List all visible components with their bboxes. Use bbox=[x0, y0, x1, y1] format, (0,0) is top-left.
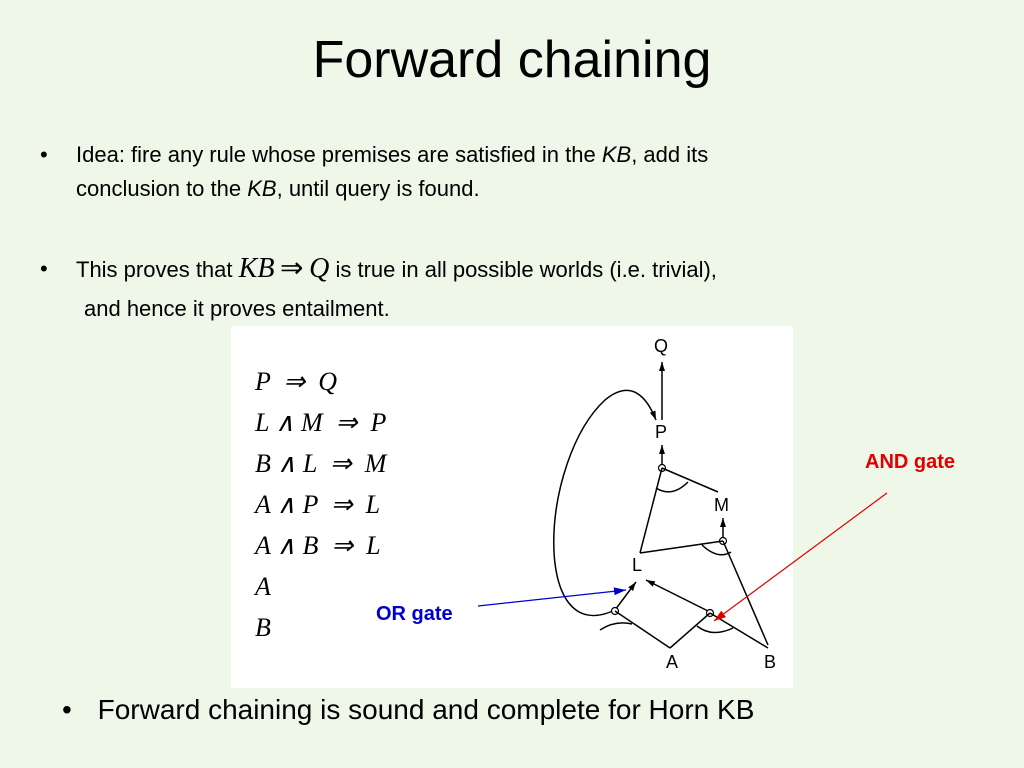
formula-kb: KB bbox=[238, 253, 275, 284]
edge-gate2-l bbox=[645, 579, 711, 613]
formula-q: Q bbox=[309, 253, 330, 284]
node-l: L bbox=[632, 555, 642, 575]
rule-item: B bbox=[255, 613, 271, 642]
slide-title: Forward chaining bbox=[312, 31, 712, 89]
edge-l-gate-p bbox=[639, 467, 663, 554]
bullet-text: , until query is found. bbox=[276, 176, 480, 201]
and-arc-m bbox=[701, 544, 732, 556]
rule-item: A ∧ B ⇒ L bbox=[255, 531, 381, 560]
node-m: M bbox=[714, 495, 729, 515]
and-gate-label: AND gate bbox=[865, 451, 956, 473]
node-q: Q bbox=[654, 336, 668, 356]
and-arc-l1 bbox=[599, 622, 633, 631]
and-gate-pointer bbox=[713, 492, 888, 622]
bullet-text: Idea: fire any rule whose premises are s… bbox=[76, 142, 602, 167]
edge-a-gate-l2 bbox=[669, 612, 711, 649]
rule-item: L ∧ M ⇒ P bbox=[255, 408, 387, 437]
edge-gate1-l bbox=[614, 581, 637, 611]
bullet-text: is true in all possible worlds (i.e. tri… bbox=[329, 257, 717, 282]
bullet-marker: • bbox=[62, 694, 72, 725]
bullet-marker: • bbox=[40, 256, 48, 281]
or-gate-label: OR gate bbox=[376, 603, 453, 625]
bullet-text: Forward chaining is sound and complete f… bbox=[97, 694, 755, 725]
node-a: A bbox=[666, 652, 678, 672]
rule-item: A ∧ P ⇒ L bbox=[255, 490, 381, 519]
and-arc-p bbox=[655, 481, 689, 493]
edge-a-gate-l1 bbox=[614, 610, 671, 649]
node-b: B bbox=[764, 652, 776, 672]
bullet-text: This proves that bbox=[76, 257, 239, 282]
rule-item: B ∧ L ⇒ M bbox=[255, 449, 387, 478]
node-p: P bbox=[655, 422, 667, 442]
bullet-text: , add its bbox=[631, 142, 709, 167]
kb-term: KB bbox=[601, 142, 632, 167]
edge-l-gate-m bbox=[639, 540, 724, 554]
bullet-text: conclusion to the bbox=[76, 176, 248, 201]
kb-term: KB bbox=[247, 176, 277, 201]
implication-formula: KB ⇒ Q bbox=[239, 253, 330, 284]
rule-item: A bbox=[255, 572, 271, 601]
rule-item: P ⇒ Q bbox=[255, 367, 337, 396]
edge-l-p-loop bbox=[553, 389, 657, 617]
bullet-marker: • bbox=[40, 142, 48, 167]
edge-m-gate-p bbox=[661, 467, 719, 493]
bullet-text: and hence it proves entailment. bbox=[84, 296, 390, 321]
or-gate-pointer bbox=[477, 587, 627, 607]
and-arc-l2 bbox=[696, 625, 734, 634]
formula-arrow: ⇒ bbox=[280, 253, 304, 284]
bullet-sound-complete: • Forward chaining is sound and complete… bbox=[62, 694, 754, 726]
edge-b-gate-m bbox=[722, 540, 769, 646]
